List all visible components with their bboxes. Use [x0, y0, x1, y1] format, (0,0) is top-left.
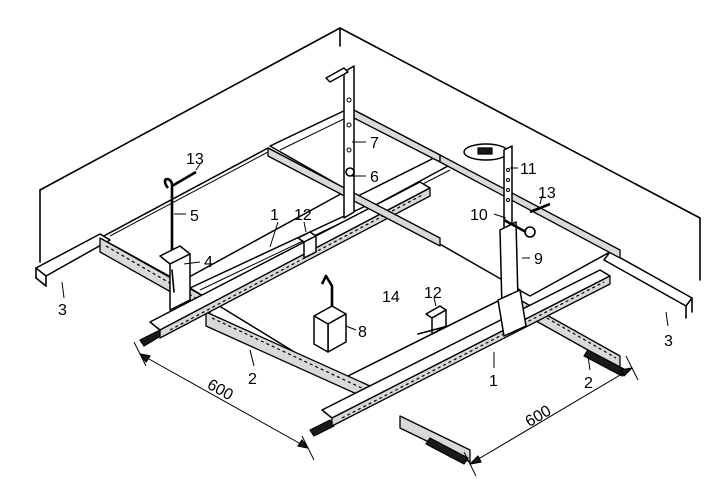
label-cross-tee-right: 2 [584, 375, 593, 392]
ceiling-panels [99, 107, 611, 381]
hanger-right [463, 143, 536, 337]
dimension-right [463, 355, 639, 477]
label-rod-left: 5 [190, 208, 199, 225]
label-panel: 14 [382, 289, 400, 306]
label-connector-back: 12 [294, 207, 312, 224]
label-connector-center: 12 [424, 285, 442, 302]
dimension-right-label: 600 [523, 403, 555, 431]
label-main-runner-left: 1 [270, 207, 279, 224]
wall-angle-left [35, 233, 111, 287]
wall-angle-right [603, 251, 693, 319]
label-clip-center: 8 [358, 324, 367, 341]
room-outline [39, 27, 701, 281]
label-wire-right: 13 [538, 185, 556, 202]
hanger-back [325, 65, 355, 219]
label-wall-angle-right: 3 [664, 333, 673, 350]
connector-center [417, 305, 449, 335]
connector-back [297, 231, 317, 259]
label-bolt-back: 6 [370, 169, 379, 186]
label-bolt-right: 10 [470, 207, 488, 224]
label-hanger-back: 7 [370, 135, 379, 152]
dimension-left [133, 341, 315, 461]
dimension-left-label: 600 [204, 376, 236, 404]
label-main-runner-right: 1 [489, 373, 498, 390]
label-clip-left: 4 [204, 254, 213, 271]
wire-right [529, 202, 551, 214]
label-wire-left: 13 [186, 151, 204, 168]
main-runner-left [149, 181, 431, 339]
labels: 1 1 2 2 3 3 4 5 6 7 8 9 10 11 12 12 13 1… [58, 135, 673, 431]
label-strip-right: 11 [520, 161, 537, 178]
wire-left [171, 170, 197, 188]
label-hanger-right: 9 [534, 251, 543, 268]
leader-lines [61, 141, 669, 371]
label-wall-angle-left: 3 [58, 302, 67, 319]
rod-left [159, 177, 191, 311]
label-cross-tee-left: 2 [248, 371, 257, 388]
clip-center [313, 274, 347, 353]
